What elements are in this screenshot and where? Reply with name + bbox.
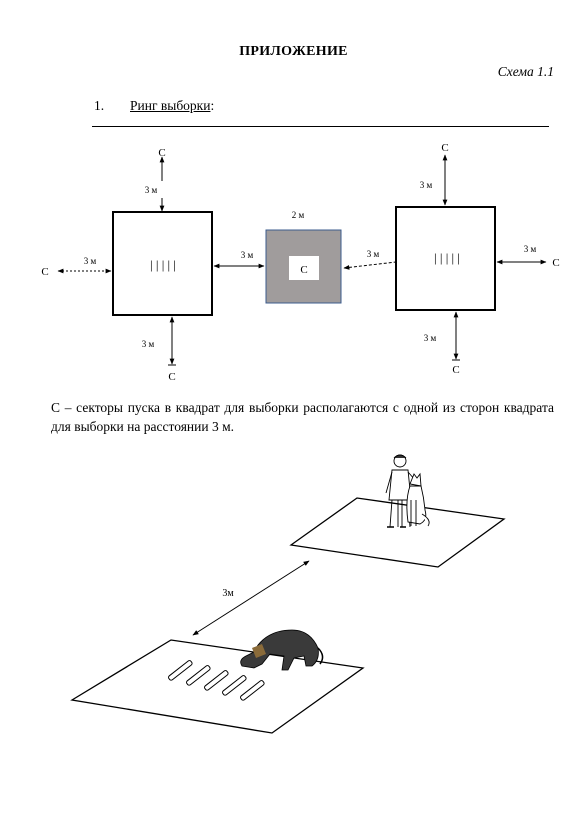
right-top-sector: С — [441, 142, 448, 154]
right-right-distance: 3 м — [524, 244, 537, 254]
left-top-distance: 3 м — [145, 185, 158, 195]
left-bottom-sector: С — [168, 371, 175, 383]
front-platform — [70, 639, 365, 734]
sniffing-dog-figure — [240, 629, 324, 671]
handler-figure — [385, 454, 417, 528]
center-size-label: 2 м — [292, 210, 305, 220]
right-sample-square — [395, 206, 496, 311]
center-sector: С — [300, 264, 307, 276]
left-left-sector: С — [41, 266, 48, 278]
left-center-distance: 3 м — [241, 250, 254, 260]
right-bottom-distance: 3 м — [424, 333, 437, 343]
right-right-sector: С — [552, 257, 559, 269]
distance-arrow — [192, 560, 310, 636]
left-top-sector: С — [158, 147, 165, 159]
right-top-distance: 3 м — [420, 180, 433, 190]
right-square-marks: | | | | | — [434, 250, 460, 265]
left-square-marks: | | | | | — [150, 257, 176, 272]
horizontal-rule — [92, 126, 549, 127]
scheme-label: Схема 1.1 — [497, 64, 554, 79]
section-label: Ринг выборки — [130, 98, 211, 113]
section-heading: Ринг выборки: — [130, 98, 214, 114]
section-label-suffix: : — [210, 98, 215, 113]
center-sector-box — [289, 256, 319, 280]
left-sample-square — [112, 211, 213, 316]
back-platform — [289, 497, 506, 568]
schema-caption: С – секторы пуска в квадрат для выборки … — [51, 400, 554, 434]
distance-label: 3м — [222, 588, 234, 599]
sitting-dog-figure — [406, 472, 430, 527]
ring-schema: | | | | | С 3 м С 3 м 3 м С 3 м 2 м С 3 … — [41, 142, 559, 383]
sample-tubes — [168, 660, 265, 701]
page-title: ПРИЛОЖЕНИЕ — [239, 44, 348, 59]
sample-ring-illustration: 3м — [70, 454, 506, 734]
right-bottom-sector: С — [452, 364, 459, 376]
center-right-distance: 3 м — [367, 249, 380, 259]
left-left-distance: 3 м — [84, 256, 97, 266]
center-right-arrow — [343, 261, 397, 270]
left-bottom-distance: 3 м — [142, 339, 155, 349]
section-number: 1. — [94, 98, 105, 113]
